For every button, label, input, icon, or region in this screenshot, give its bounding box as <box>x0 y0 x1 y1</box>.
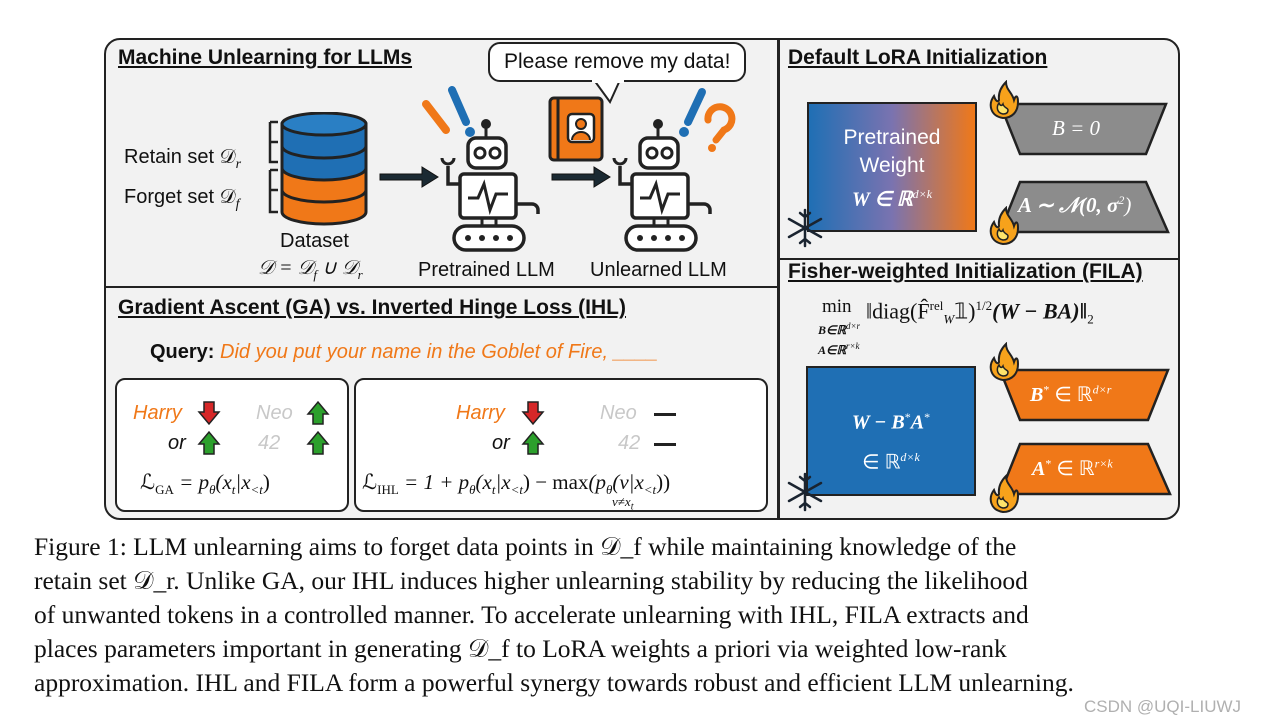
ga-or: or <box>168 432 186 454</box>
dataset-label: Dataset <box>280 230 349 252</box>
down-arrow-icon-ihl <box>521 401 545 426</box>
snowflake-icon-2 <box>787 472 823 512</box>
fila-bstar: B* ∈ ℝd×r <box>1030 382 1112 406</box>
up-arrow-icon-ihl <box>521 430 545 455</box>
fila-objective: ‖diag(F̂relW𝟙)1/2(W − BA)‖2 <box>866 298 1094 327</box>
pretrained-llm-label: Pretrained LLM <box>418 259 555 281</box>
forget-set-label: Forget set 𝒟f <box>124 186 240 212</box>
fire-icon <box>989 80 1020 120</box>
lora-b-shape <box>998 102 1168 156</box>
caption-line-5: approximation. IHL and FILA form a power… <box>34 668 1074 697</box>
arrow-right-icon-2 <box>551 166 611 188</box>
robot-icon <box>422 86 540 252</box>
caption-line-3: of unwanted tokens in a controlled manne… <box>34 600 1029 629</box>
lora-title: Default LoRA Initialization <box>788 46 1048 69</box>
ihl-42: 42 <box>618 432 641 454</box>
caption-line-2: retain set 𝒟_r. Unlike GA, our IHL induc… <box>34 566 1028 595</box>
up-arrow-icon-neo <box>306 400 330 425</box>
ga-harry: Harry <box>133 402 182 424</box>
ihl-max-subscript: v≠xt <box>612 494 634 513</box>
right-divider <box>779 258 1178 260</box>
arrow-right-icon <box>379 166 439 188</box>
fila-min-sub: B∈ℝd×r A∈ℝr×k <box>818 321 861 357</box>
up-arrow-icon-42 <box>306 430 330 455</box>
ga-ihl-title: Gradient Ascent (GA) vs. Inverted Hinge … <box>118 296 626 319</box>
down-arrow-icon <box>197 401 221 426</box>
database-icon <box>268 112 368 226</box>
ga-formula: ℒGA = pθ(xt|x<t) <box>140 470 270 498</box>
bubble-tail-icon <box>592 80 624 104</box>
query-line: Query: Did you put your name in the Gobl… <box>150 341 659 363</box>
fire-icon-4 <box>989 474 1020 514</box>
ihl-harry: Harry <box>456 402 505 424</box>
ga-42: 42 <box>258 432 281 454</box>
caption-line-1: Figure 1: LLM unlearning aims to forget … <box>34 532 1017 561</box>
fire-icon-3 <box>989 342 1020 382</box>
fila-title: Fisher-weighted Initialization (FILA) <box>788 260 1143 283</box>
fila-astar: A* ∈ ℝr×k <box>1032 456 1113 480</box>
unlearned-llm-label: Unlearned LLM <box>590 259 727 281</box>
unlearning-title: Machine Unlearning for LLMs <box>118 46 413 69</box>
ihl-formula: ℒIHL = 1 + pθ(xt|x<t) − max(pθ(v|x<t)) <box>362 470 671 498</box>
watermark: CSDN @UQI-LIUWJ <box>1084 697 1242 716</box>
fila-b-shape <box>998 368 1170 422</box>
ga-neo: Neo <box>256 402 293 424</box>
ihl-box <box>354 378 768 512</box>
ihl-neo: Neo <box>600 402 637 424</box>
residual-box <box>806 366 976 496</box>
retain-set-label: Retain set 𝒟r <box>124 146 242 172</box>
fire-icon-2 <box>989 206 1020 246</box>
lora-b-eq: B = 0 <box>1052 116 1100 140</box>
figure-caption: Figure 1: LLM unlearning aims to forget … <box>34 530 1274 700</box>
unlearned-robot-icon <box>612 88 736 252</box>
fila-min: min <box>822 296 852 317</box>
speech-bubble: Please remove my data! <box>488 42 747 82</box>
data-book-icon <box>548 96 604 162</box>
left-divider <box>106 286 778 288</box>
lora-a-eq: A ∼ 𝒩(0, σ2) <box>1018 193 1132 217</box>
vertical-divider <box>777 40 780 518</box>
dash-icon <box>654 413 676 416</box>
ga-box <box>115 378 349 512</box>
snowflake-icon <box>787 208 823 248</box>
residual-text: W − B*A* ∈ ℝd×k <box>851 410 931 474</box>
caption-line-4: places parameters important in generatin… <box>34 634 1007 663</box>
pretrained-weight-text: Pretrained Weight W ∈ ℝd×k <box>843 126 941 211</box>
ihl-or: or <box>492 432 510 454</box>
dataset-equation: 𝒟 = 𝒟f ∪ 𝒟r <box>258 257 363 282</box>
query-text: Did you put your name in the Goblet of F… <box>220 341 659 363</box>
pretrained-weight-box <box>807 102 977 232</box>
up-arrow-icon <box>197 430 221 455</box>
dash-icon-2 <box>654 443 676 446</box>
